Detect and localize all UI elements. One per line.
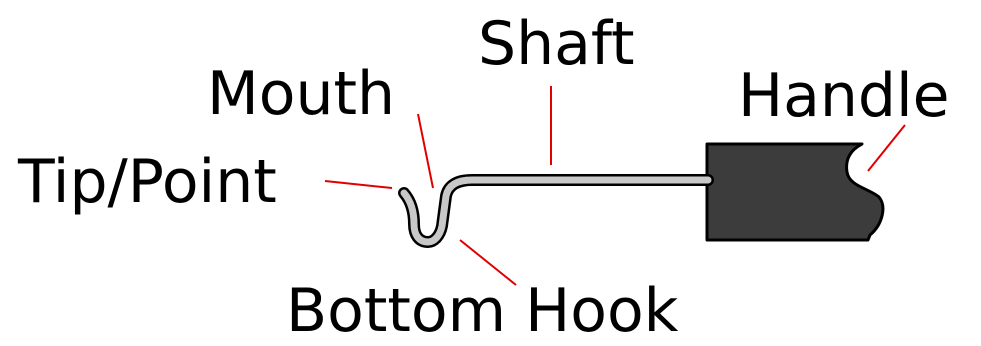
handle-shape: [705, 142, 885, 242]
shaft-body: [400, 176, 712, 246]
leader-line-handle: [867, 124, 906, 172]
mouth-label: Mouth: [207, 59, 396, 129]
leader-line-mouth: [417, 113, 434, 189]
bottom-hook-label: Bottom Hook: [286, 276, 679, 346]
tip-point-label: Tip/Point: [18, 147, 277, 217]
handle-label: Handle: [738, 61, 950, 131]
leader-line-bottom-hook: [459, 239, 517, 286]
leader-line-tip: [324, 180, 393, 189]
shaft-label: Shaft: [478, 9, 635, 79]
